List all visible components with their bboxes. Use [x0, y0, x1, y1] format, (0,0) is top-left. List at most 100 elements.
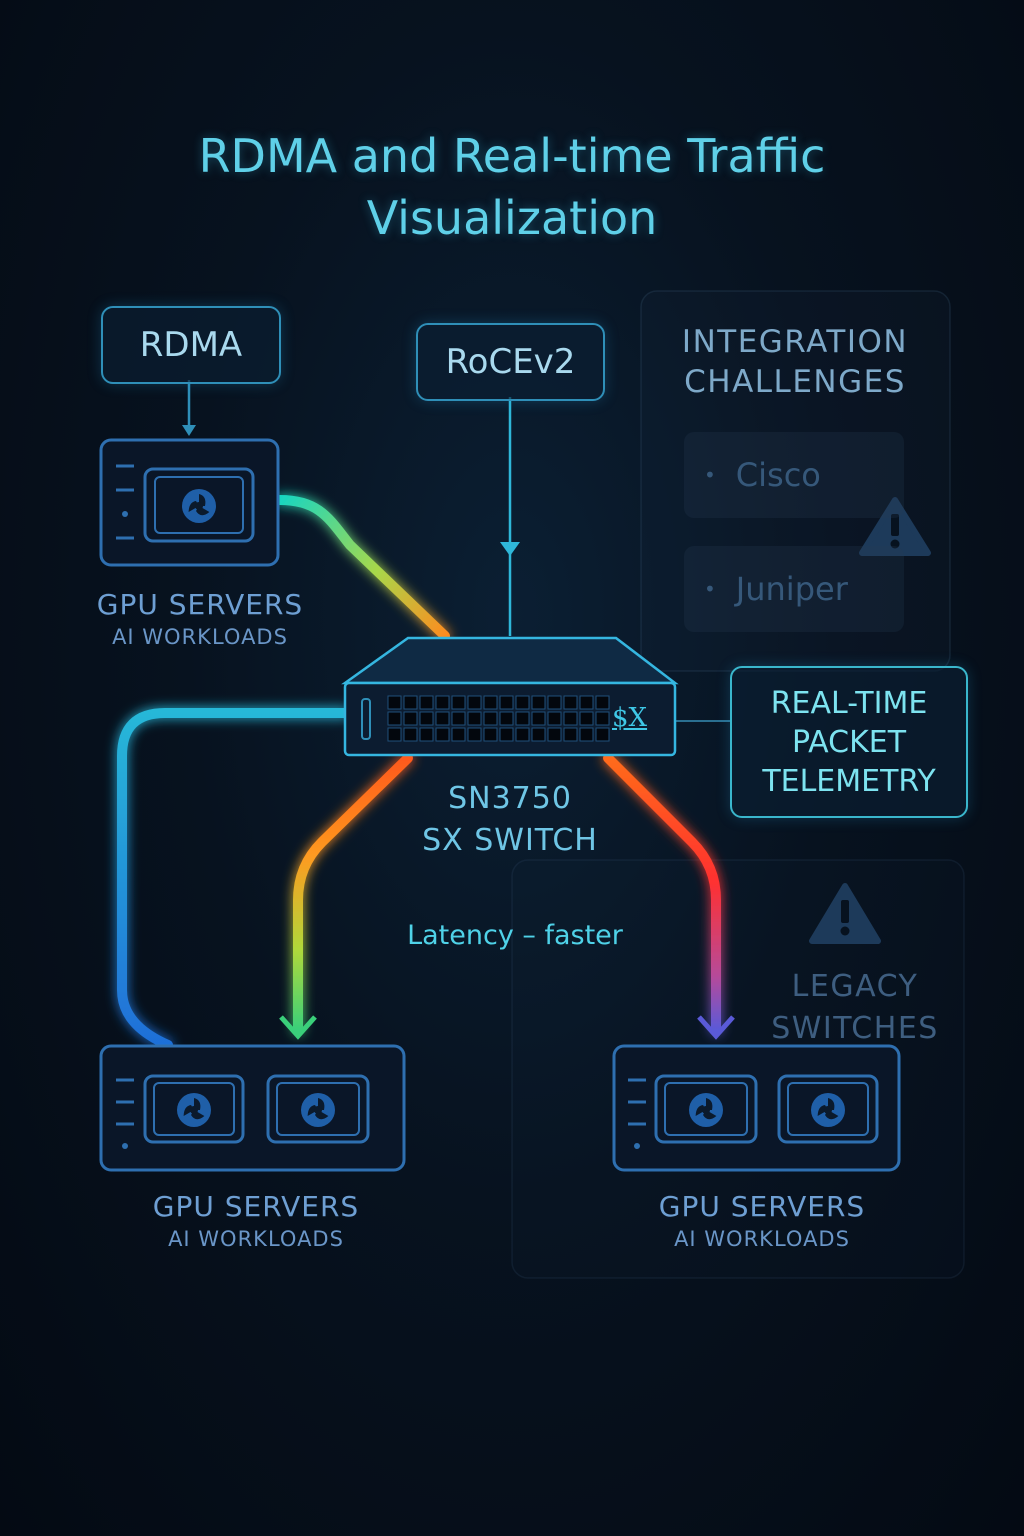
telemetry-line-1: REAL-TIME [770, 685, 928, 721]
switch-port [451, 695, 466, 710]
telemetry-label-box[interactable]: REAL-TIME PACKET TELEMETRY [730, 666, 968, 818]
title-line-2: Visualization [366, 191, 658, 245]
server-title: GPU SERVERS [152, 1190, 360, 1223]
server-subtitle: AI WORKLOADS [112, 625, 288, 649]
switch-name: SX SWITCH [422, 823, 598, 858]
switch-port [403, 695, 418, 710]
switch-port [515, 711, 530, 726]
fan-icon [177, 1093, 211, 1127]
switch-port [499, 711, 514, 726]
switch-port [483, 711, 498, 726]
server-caption-bottom-right: GPU SERVERS AI WORKLOADS [622, 1190, 902, 1254]
link-bottom-left [293, 753, 413, 1035]
vendor-name: Cisco [735, 456, 821, 494]
legacy-line-2: SWITCHES [771, 1011, 939, 1046]
switch-port [499, 727, 514, 742]
switch-port [531, 695, 546, 710]
bullet-icon: • [704, 463, 716, 487]
switch-port [435, 711, 450, 726]
switch-port [563, 727, 578, 742]
switch-device[interactable] [341, 636, 679, 757]
switch-model: SN3750 [448, 781, 572, 816]
bullet-icon: • [704, 577, 716, 601]
legacy-switches-label: LEGACY SWITCHES [760, 966, 950, 1050]
arrow-rdma [182, 425, 196, 436]
server-subtitle: AI WORKLOADS [674, 1227, 850, 1251]
switch-logo: $X [612, 703, 648, 733]
switch-port [579, 727, 594, 742]
fan-icon [689, 1093, 723, 1127]
gpu-server-bottom-left[interactable] [99, 1044, 406, 1172]
switch-port [531, 711, 546, 726]
switch-port [515, 695, 530, 710]
switch-port [579, 711, 594, 726]
switch-port [563, 695, 578, 710]
server-subtitle: AI WORKLOADS [168, 1227, 344, 1251]
switch-port [579, 695, 594, 710]
fan-icon [182, 489, 216, 523]
switch-handle [361, 698, 371, 740]
switch-port [515, 727, 530, 742]
server-title: GPU SERVERS [96, 588, 304, 621]
switch-port [547, 727, 562, 742]
switch-port [483, 727, 498, 742]
latency-label: Latency – faster [407, 920, 623, 951]
switch-port [451, 711, 466, 726]
switch-caption: SN3750 SX SWITCH [380, 778, 640, 862]
vendor-card-cisco[interactable]: • Cisco [684, 432, 904, 518]
switch-port [403, 727, 418, 742]
arrow-head-left [279, 1015, 317, 1040]
rocev2-label-box[interactable]: RoCEv2 [416, 323, 605, 401]
integration-title-line-2: CHALLENGES [684, 364, 906, 400]
integration-title-line-1: INTEGRATION [681, 324, 909, 360]
switch-port [467, 695, 482, 710]
switch-port [563, 711, 578, 726]
warning-triangle-icon [859, 497, 931, 556]
arrow-head-right [697, 1015, 735, 1040]
server-caption-bottom-left: GPU SERVERS AI WORKLOADS [116, 1190, 396, 1254]
switch-port [595, 695, 610, 710]
vendor-card-juniper[interactable]: • Juniper [684, 546, 904, 632]
switch-port [595, 727, 610, 742]
fan-icon [301, 1093, 335, 1127]
switch-port [435, 695, 450, 710]
switch-port [483, 695, 498, 710]
switch-port [387, 711, 402, 726]
switch-port [595, 711, 610, 726]
rdma-label-box[interactable]: RDMA [101, 306, 281, 384]
switch-port [419, 727, 434, 742]
switch-port [467, 727, 482, 742]
switch-port [451, 727, 466, 742]
title-line-1: RDMA and Real-time Traffic [198, 129, 826, 183]
switch-port [403, 711, 418, 726]
telemetry-line-3: TELEMETRY [762, 763, 936, 799]
switch-port [387, 727, 402, 742]
fan-icon [811, 1093, 845, 1127]
arrow-rocev2 [500, 542, 520, 556]
switch-port [435, 727, 450, 742]
switch-port [499, 695, 514, 710]
legacy-line-1: LEGACY [791, 969, 919, 1004]
switch-port [531, 727, 546, 742]
switch-top [341, 636, 679, 685]
page-title: RDMA and Real-time Traffic Visualization [0, 125, 1024, 249]
gpu-server-top[interactable] [99, 438, 280, 567]
switch-port [387, 695, 402, 710]
integration-challenges-title: INTEGRATION CHALLENGES [660, 322, 930, 402]
gpu-server-bottom-right[interactable] [612, 1044, 901, 1172]
link-left-blue [117, 708, 350, 1050]
switch-port [547, 711, 562, 726]
server-caption-top: GPU SERVERS AI WORKLOADS [80, 588, 320, 652]
link-bottom-right [603, 753, 721, 1035]
switch-port [467, 711, 482, 726]
switch-port [419, 695, 434, 710]
vendor-name: Juniper [735, 570, 848, 608]
server-title: GPU SERVERS [658, 1190, 866, 1223]
warning-triangle-icon [809, 883, 881, 944]
telemetry-line-2: PACKET [791, 724, 907, 760]
switch-port [419, 711, 434, 726]
switch-ports [387, 695, 610, 742]
link-top-server [275, 495, 450, 641]
switch-port [547, 695, 562, 710]
